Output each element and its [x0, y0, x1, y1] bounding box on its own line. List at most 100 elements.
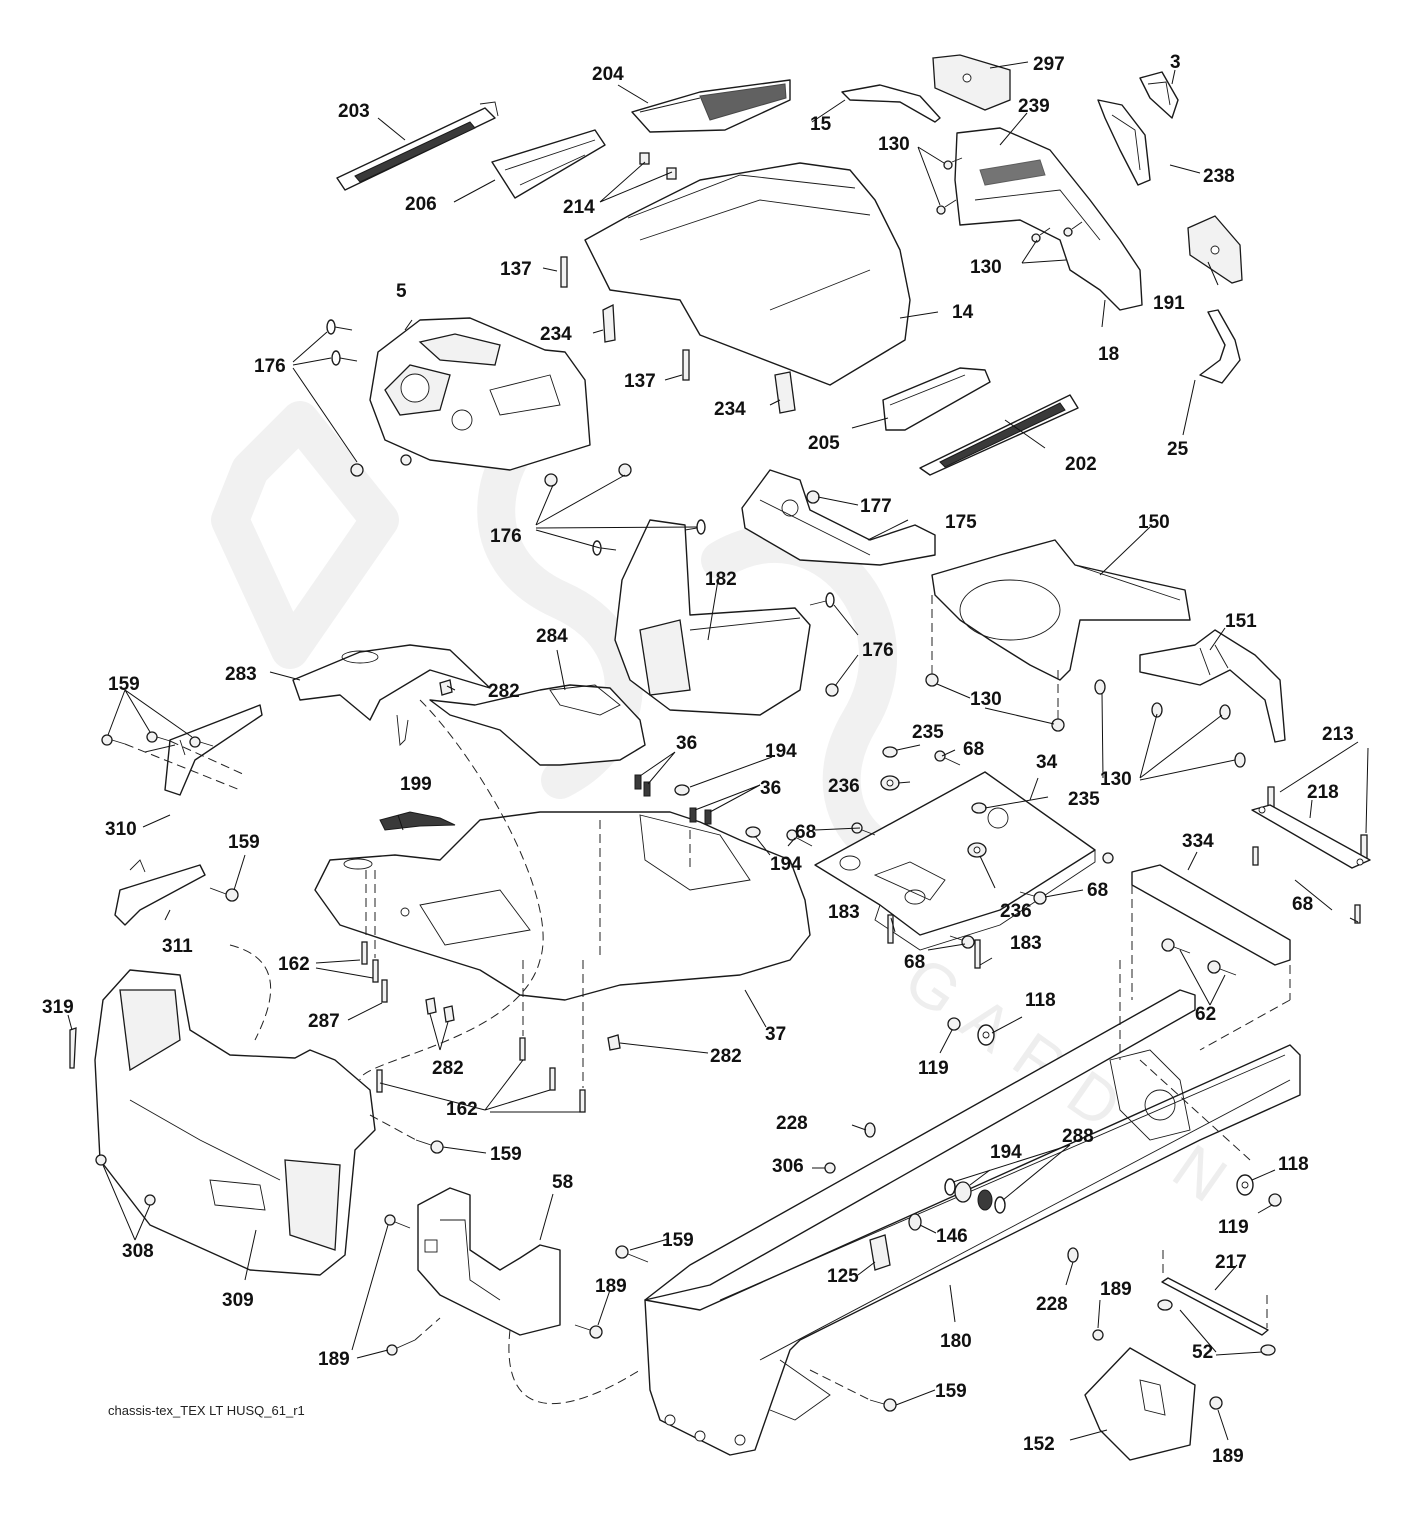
bar-218[interactable] — [1251, 804, 1371, 869]
callout-183-right[interactable]: 183 — [1010, 933, 1042, 954]
callout-175[interactable]: 175 — [945, 512, 977, 533]
nut-177[interactable] — [806, 490, 820, 504]
callout-194-upper[interactable]: 194 — [765, 741, 797, 762]
callout-159-310[interactable]: 159 — [108, 674, 140, 695]
foam-block-191[interactable] — [1187, 215, 1243, 284]
callout-310[interactable]: 310 — [105, 819, 137, 840]
callout-5[interactable]: 5 — [396, 281, 407, 302]
callout-218[interactable]: 218 — [1307, 782, 1339, 803]
engine-plate-34[interactable] — [814, 771, 1096, 951]
callout-214[interactable]: 214 — [563, 197, 595, 218]
callout-162-upper[interactable]: 162 — [278, 954, 310, 975]
callout-37[interactable]: 37 — [765, 1024, 786, 1045]
callout-118-upper[interactable]: 118 — [1025, 990, 1056, 1011]
screws-308[interactable] — [95, 1154, 156, 1206]
spacer-235-left[interactable] — [882, 746, 898, 758]
callout-68-c[interactable]: 68 — [904, 952, 925, 973]
nut-194-upper[interactable] — [674, 784, 690, 796]
bolts-36-left[interactable] — [634, 774, 651, 797]
vent-cover-204[interactable] — [631, 79, 791, 133]
callout-234-lower[interactable]: 234 — [714, 399, 746, 420]
washer-118-upper[interactable] — [977, 1024, 995, 1046]
duct-206[interactable] — [491, 129, 606, 199]
frame-180[interactable] — [644, 989, 1301, 1456]
plate-152[interactable] — [1084, 1347, 1196, 1461]
nut-119-lower[interactable] — [1268, 1193, 1282, 1207]
callout-180[interactable]: 180 — [940, 1331, 972, 1352]
bolts-36-right[interactable] — [689, 807, 712, 825]
callout-282-right[interactable]: 282 — [710, 1046, 742, 1067]
callout-189-plate[interactable]: 189 — [1212, 1446, 1244, 1467]
pushpins-176-left[interactable] — [326, 319, 412, 477]
pad-234-lower[interactable] — [774, 371, 796, 414]
bolt-68-d[interactable] — [949, 852, 1114, 949]
screw-159-frame[interactable] — [615, 1245, 649, 1263]
callout-282-upper[interactable]: 282 — [488, 681, 520, 702]
pushpins-176-right[interactable] — [809, 592, 839, 697]
callout-130-bracket[interactable]: 130 — [1100, 769, 1132, 790]
callout-283[interactable]: 283 — [225, 664, 257, 685]
dash-panel-5[interactable] — [369, 317, 591, 471]
callout-191[interactable]: 191 — [1153, 293, 1185, 314]
fender-cover-284[interactable] — [429, 684, 646, 766]
callout-235-right[interactable]: 235 — [1068, 789, 1100, 810]
bolt-159-311[interactable] — [209, 887, 239, 902]
callout-309[interactable]: 309 — [222, 1290, 254, 1311]
bolts-162-upper[interactable] — [361, 870, 379, 983]
callout-14[interactable]: 14 — [952, 302, 974, 323]
callout-308[interactable]: 308 — [122, 1241, 154, 1262]
front-grille-309[interactable] — [94, 969, 376, 1276]
callout-137-upper[interactable]: 137 — [500, 259, 532, 280]
bolt-228-upper[interactable] — [864, 1122, 876, 1138]
emblem-3[interactable] — [1139, 71, 1179, 119]
screw-159-grille[interactable] — [369, 1114, 444, 1154]
nuts-52[interactable] — [1157, 1299, 1276, 1356]
callout-25[interactable]: 25 — [1167, 439, 1189, 460]
callout-68-a[interactable]: 68 — [963, 739, 984, 760]
callout-176-left[interactable]: 176 — [254, 356, 286, 377]
dash-lower-182[interactable] — [614, 519, 811, 716]
callout-125[interactable]: 125 — [827, 1266, 859, 1287]
callout-199[interactable]: 199 — [400, 774, 432, 795]
callout-137-lower[interactable]: 137 — [624, 371, 656, 392]
callout-228-upper[interactable]: 228 — [776, 1113, 808, 1134]
callout-183-left[interactable]: 183 — [828, 902, 860, 923]
callout-182[interactable]: 182 — [705, 569, 737, 590]
washer-118-lower[interactable] — [1236, 1174, 1254, 1196]
rod-217[interactable] — [1161, 1250, 1269, 1336]
hinge-311[interactable] — [114, 859, 206, 926]
screw-189-left[interactable] — [384, 1214, 411, 1229]
bolt-228-lower[interactable] — [1067, 1247, 1079, 1263]
callout-159-front[interactable]: 159 — [935, 1381, 967, 1402]
callout-150[interactable]: 150 — [1138, 512, 1170, 533]
bolts-162-lower[interactable] — [376, 960, 586, 1113]
foam-block-297[interactable] — [932, 54, 1011, 111]
callout-62[interactable]: 62 — [1195, 1004, 1216, 1025]
clips-214[interactable] — [639, 152, 677, 180]
fender-cover-283[interactable] — [292, 644, 491, 746]
bolt-183-left[interactable] — [887, 914, 894, 944]
callout-130-upper[interactable]: 130 — [878, 134, 910, 155]
callout-52[interactable]: 52 — [1192, 1342, 1213, 1363]
callout-236-right[interactable]: 236 — [1000, 901, 1032, 922]
callout-130-shroud[interactable]: 130 — [970, 689, 1002, 710]
callout-146[interactable]: 146 — [936, 1226, 968, 1247]
nuts-194-frame[interactable] — [954, 1181, 993, 1211]
callout-297[interactable]: 297 — [1033, 54, 1065, 75]
plate-199[interactable] — [379, 811, 456, 831]
fender-pan-37[interactable] — [314, 811, 811, 1001]
callout-238[interactable]: 238 — [1203, 166, 1235, 187]
screws-130-shroud[interactable] — [925, 595, 1065, 732]
trim-strip-15[interactable] — [841, 84, 941, 123]
callout-159-311[interactable]: 159 — [228, 832, 260, 853]
callout-228-lower[interactable]: 228 — [1036, 1294, 1068, 1315]
callout-119-lower[interactable]: 119 — [1218, 1217, 1249, 1238]
vent-grille-202[interactable] — [919, 394, 1079, 476]
spacer-235-right[interactable] — [971, 802, 987, 814]
callout-36-left[interactable]: 36 — [676, 733, 697, 754]
callout-152[interactable]: 152 — [1023, 1434, 1055, 1455]
duct-205[interactable] — [882, 367, 991, 431]
callout-177[interactable]: 177 — [860, 496, 892, 517]
callout-15[interactable]: 15 — [810, 114, 832, 135]
bracket-334[interactable] — [1131, 864, 1291, 1000]
